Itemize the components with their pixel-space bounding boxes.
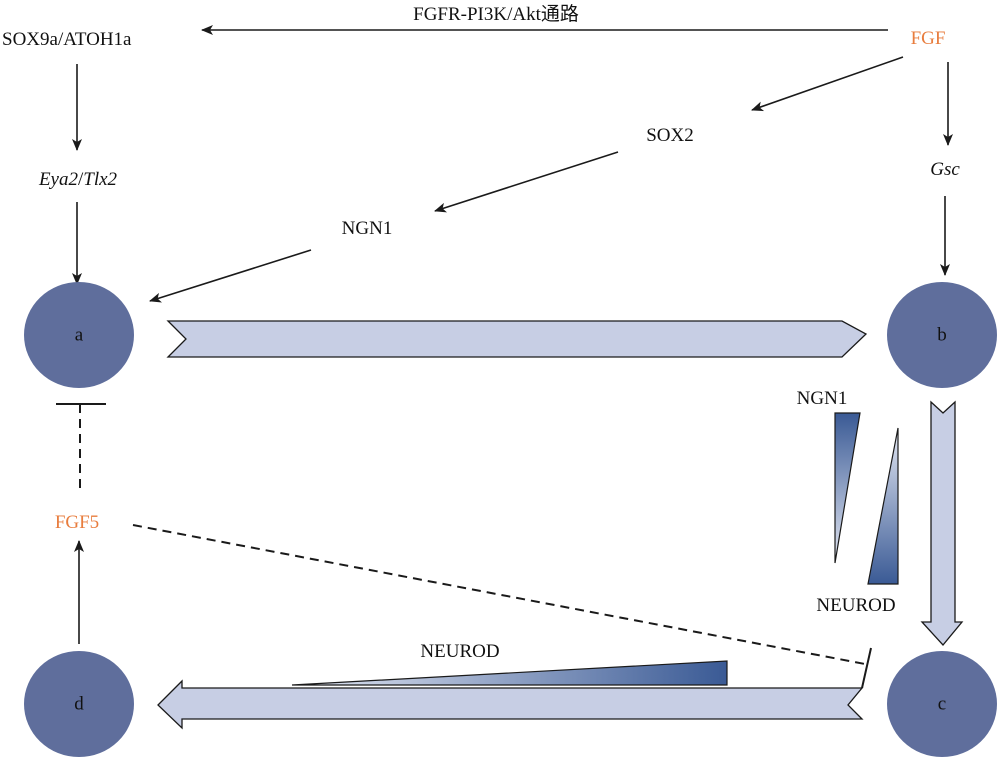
cell-b: [887, 282, 997, 388]
neurod-bottom-gradient-wedge: [291, 660, 728, 686]
cell-c-label: c: [937, 693, 947, 715]
cell-a-label: a: [74, 324, 84, 346]
arrow-fgf-to-sox2: [751, 56, 904, 112]
arrow-ngn1-to-a: [149, 249, 312, 303]
transition-b-to-c-arrow: [920, 400, 964, 646]
fgf-label: FGF: [910, 28, 946, 49]
pathway-label: FGFR-PI3K/Akt通路: [413, 4, 579, 25]
cell-b-label: b: [937, 324, 947, 346]
cell-d: [24, 651, 134, 757]
neurod-side-gradient-wedge: [867, 427, 899, 585]
transition-c-to-d-arrow: [157, 679, 864, 730]
cell-a: [24, 282, 134, 388]
arrow-sox2-to-ngn1: [434, 151, 619, 213]
sox2-label: SOX2: [646, 125, 694, 146]
eya2-tlx2-label: Eya2/Tlx2: [39, 170, 117, 189]
ngn1-gradient-wedge: [834, 412, 861, 564]
neurod-side-label: NEUROD: [816, 595, 896, 616]
cell-d-label: d: [74, 693, 84, 715]
gsc-label: Gsc: [930, 159, 960, 180]
inhibit-bar-c: [861, 647, 872, 689]
ngn1-side-label: NGN1: [796, 388, 848, 409]
inhibit-fgf5-to-c: [132, 524, 866, 665]
transition-a-to-b-arrow: [166, 320, 868, 358]
slash-text: /: [77, 169, 84, 190]
sox9a-atoh1a-label: SOX9a/ATOH1a: [2, 29, 132, 50]
ngn1-top-label: NGN1: [341, 218, 393, 239]
neurod-bottom-label: NEUROD: [420, 641, 500, 662]
cell-c: [887, 651, 997, 757]
eya2-text: Eya2: [38, 169, 78, 190]
fgf5-label: FGF5: [54, 512, 100, 533]
tlx2-text: Tlx2: [83, 169, 118, 190]
